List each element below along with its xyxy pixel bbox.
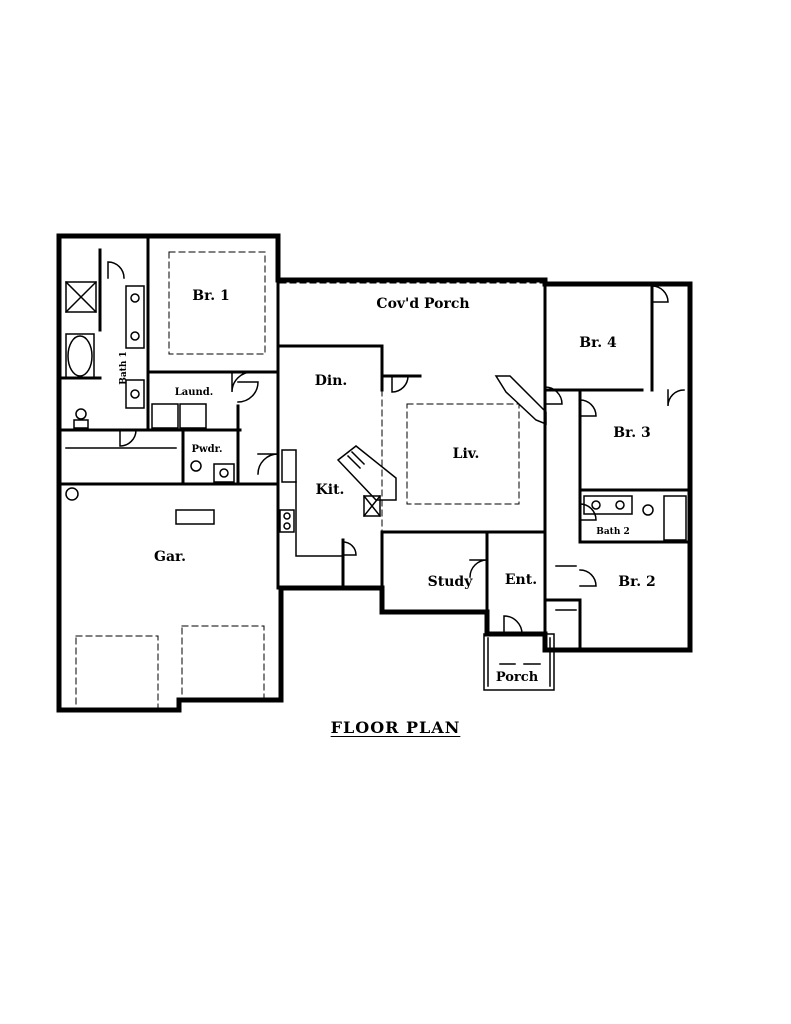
label-porch: Porch xyxy=(496,670,539,685)
interior-walls xyxy=(60,234,692,652)
exterior-walls xyxy=(56,233,693,713)
label-study: Study xyxy=(428,574,474,590)
fixtures xyxy=(64,280,687,611)
drawing-title-text: FLOOR PLAN xyxy=(330,718,461,737)
label-br1: Br. 1 xyxy=(192,288,229,304)
label-covd-porch: Cov'd Porch xyxy=(376,296,469,312)
label-pwdr: Pwdr. xyxy=(192,444,223,455)
label-br3: Br. 3 xyxy=(613,425,650,441)
label-laund: Laund. xyxy=(175,387,214,398)
label-bath1: Bath 1 xyxy=(119,351,129,385)
entry-porch xyxy=(483,633,555,691)
label-bath2: Bath 2 xyxy=(596,527,630,537)
door-swings xyxy=(107,261,685,635)
label-br4: Br. 4 xyxy=(579,335,617,351)
room-labels: Br. 1 Bath 1 Laund. Pwdr. Gar. Cov'd Por… xyxy=(119,288,656,685)
label-kit: Kit. xyxy=(316,482,345,498)
label-gar: Gar. xyxy=(154,549,186,565)
label-din: Din. xyxy=(315,373,348,389)
label-liv: Liv. xyxy=(453,446,480,462)
label-br2: Br. 2 xyxy=(618,574,655,590)
label-ent: Ent. xyxy=(505,572,537,588)
drawing-title: FLOOR PLAN xyxy=(0,718,791,737)
dashed-lines xyxy=(75,251,546,709)
